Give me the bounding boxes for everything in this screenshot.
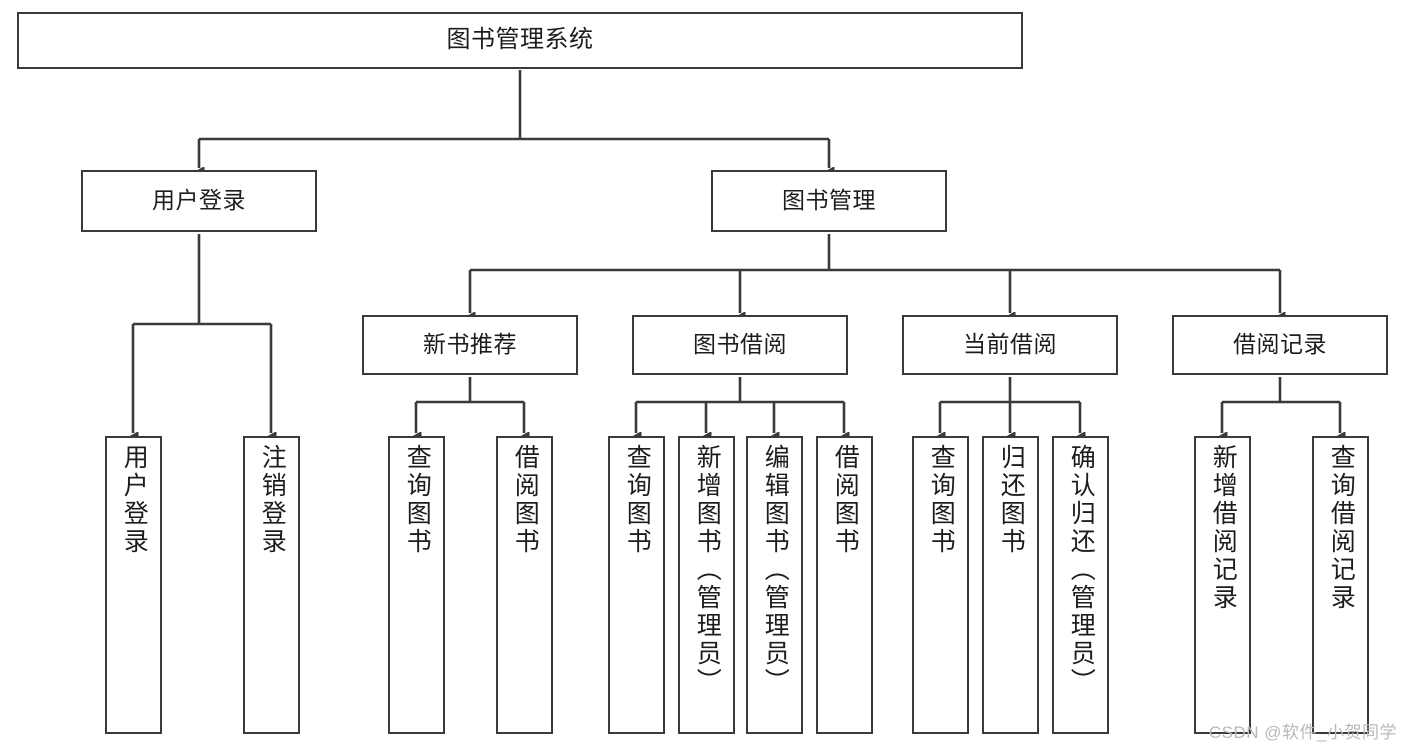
node-label: 新增图书（管理员） <box>693 444 722 696</box>
node-leaf-query-book-3[interactable]: 查询图书 <box>912 436 969 734</box>
node-label: 新增借阅记录 <box>1209 444 1238 612</box>
node-leaf-logout-login[interactable]: 注销登录 <box>243 436 300 734</box>
node-label: 新书推荐 <box>423 331 517 358</box>
node-label: 借阅图书 <box>831 444 860 556</box>
node-label: 图书管理 <box>782 187 876 214</box>
node-leaf-return-book[interactable]: 归还图书 <box>982 436 1039 734</box>
node-leaf-query-book-1[interactable]: 查询图书 <box>388 436 445 734</box>
node-leaf-borrow-book-2[interactable]: 借阅图书 <box>816 436 873 734</box>
node-book-borrow[interactable]: 图书借阅 <box>632 315 848 375</box>
node-label: 借阅图书 <box>511 444 540 556</box>
node-label: 用户登录 <box>120 444 149 556</box>
node-label: 注销登录 <box>258 444 287 556</box>
node-root-system[interactable]: 图书管理系统 <box>17 12 1023 69</box>
node-label: 确认归还（管理员） <box>1067 444 1096 696</box>
node-new-book-recommend[interactable]: 新书推荐 <box>362 315 578 375</box>
node-label: 借阅记录 <box>1233 331 1327 358</box>
node-leaf-borrow-book-1[interactable]: 借阅图书 <box>496 436 553 734</box>
node-leaf-add-book[interactable]: 新增图书（管理员） <box>678 436 735 734</box>
node-book-management[interactable]: 图书管理 <box>711 170 947 232</box>
node-borrow-record[interactable]: 借阅记录 <box>1172 315 1388 375</box>
node-label: 查询图书 <box>623 444 652 556</box>
node-leaf-add-record[interactable]: 新增借阅记录 <box>1194 436 1251 734</box>
node-leaf-edit-book[interactable]: 编辑图书（管理员） <box>746 436 803 734</box>
node-leaf-user-login[interactable]: 用户登录 <box>105 436 162 734</box>
node-label: 图书借阅 <box>693 331 787 358</box>
node-label: 查询图书 <box>403 444 432 556</box>
node-user-login[interactable]: 用户登录 <box>81 170 317 232</box>
node-label: 查询图书 <box>927 444 956 556</box>
node-label: 用户登录 <box>152 187 246 214</box>
node-leaf-query-book-2[interactable]: 查询图书 <box>608 436 665 734</box>
node-label: 查询借阅记录 <box>1327 444 1356 612</box>
node-leaf-confirm-return[interactable]: 确认归还（管理员） <box>1052 436 1109 734</box>
node-label: 归还图书 <box>997 444 1026 556</box>
node-label: 当前借阅 <box>963 331 1057 358</box>
node-label: 编辑图书（管理员） <box>761 444 790 696</box>
node-leaf-query-record[interactable]: 查询借阅记录 <box>1312 436 1369 734</box>
node-current-borrow[interactable]: 当前借阅 <box>902 315 1118 375</box>
node-label: 图书管理系统 <box>446 26 594 54</box>
